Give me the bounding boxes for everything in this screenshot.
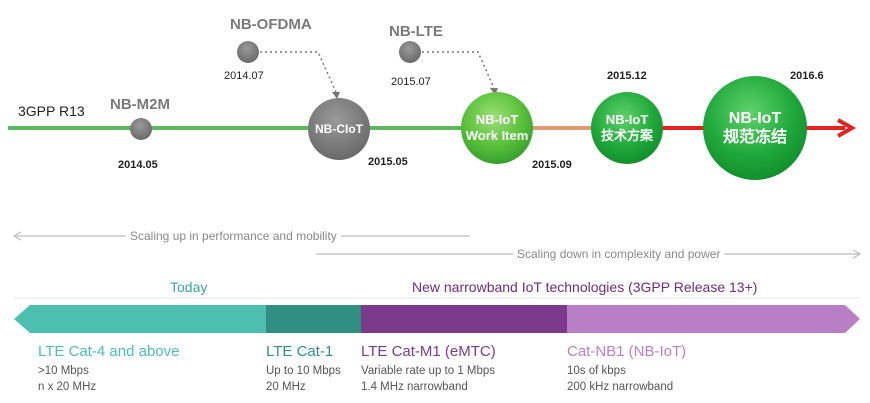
tech-catnb1-title: Cat-NB1 (NB-IoT) (567, 343, 687, 360)
timeline-start-label: 3GPP R13 (18, 103, 85, 119)
connector-lte (422, 51, 495, 89)
node-nb-m2m (130, 118, 152, 140)
connector-ofdma (260, 51, 337, 93)
workitem-line1: NB-IoT (475, 112, 519, 128)
new-tech-label: New narrowband IoT technologies (3GPP Re… (412, 279, 758, 295)
tech-cat1-title: LTE Cat-1 (266, 343, 334, 360)
label-nb-iot-scheme: NB-IoT 技术方案 (591, 92, 663, 164)
node-nb-iot-scheme (591, 92, 663, 164)
band-catnb1 (567, 305, 860, 333)
tech-catm1-detail1: Variable rate up to 1 Mbps (361, 365, 496, 377)
tech-cat1-detail2: 20 MHz (266, 381, 306, 393)
scaling-up-caption: Scaling up in performance and mobility (126, 229, 341, 243)
label-nb-ciot: NB-CIoT (315, 121, 363, 136)
label-nb-lte: NB-LTE (389, 23, 443, 40)
scheme-line2: 技术方案 (600, 128, 653, 143)
tech-cat1-detail1: Up to 10 Mbps (266, 365, 341, 377)
date-nb-iot-scheme: 2015.12 (607, 70, 647, 82)
node-nb-ofdma (237, 41, 259, 63)
scaling-down-caption: Scaling down in complexity and power (513, 247, 725, 261)
date-nb-iot-workitem: 2015.09 (532, 159, 572, 171)
band-cat4 (14, 305, 266, 333)
tech-cat4-detail2: n x 20 MHz (38, 381, 97, 393)
node-nb-lte (399, 41, 421, 63)
band-catm1 (361, 305, 567, 333)
workitem-line2: Work Item (465, 128, 529, 143)
node-nb-ciot (308, 98, 370, 160)
label-nb-iot-workitem: NB-IoT Work Item (461, 92, 533, 164)
tech-catnb1-detail1: 10s of kbps (567, 365, 626, 377)
tech-catnb1-detail2: 200 kHz narrowband (567, 381, 674, 393)
node-nb-iot-freeze (703, 76, 807, 180)
date-nb-ofdma: 2014.07 (224, 70, 264, 82)
date-nb-lte: 2015.07 (391, 76, 431, 88)
freeze-line2: 规范冻结 (722, 129, 787, 146)
scheme-line1: NB-IoT (605, 112, 649, 128)
date-nb-iot-freeze: 2016.6 (790, 70, 824, 82)
tech-catm1-detail2: 1.4 MHz narrowband (361, 381, 468, 393)
timeline-arrowhead (837, 118, 857, 138)
date-nb-ciot: 2015.05 (368, 156, 408, 168)
label-nb-m2m: NB-M2M (110, 96, 170, 113)
tech-catm1-title: LTE Cat-M1 (eMTC) (361, 343, 496, 360)
node-nb-iot-workitem (461, 92, 533, 164)
tech-cat4-title: LTE Cat-4 and above (38, 343, 180, 360)
tech-cat4-detail1: >10 Mbps (38, 365, 89, 377)
freeze-line1: NB-IoT (728, 109, 782, 127)
label-nb-iot-freeze: NB-IoT 规范冻结 (703, 76, 807, 180)
band-cat1 (266, 305, 361, 333)
label-nb-ofdma: NB-OFDMA (230, 16, 312, 33)
today-label: Today (170, 279, 208, 295)
date-nb-m2m: 2014.05 (118, 159, 158, 171)
